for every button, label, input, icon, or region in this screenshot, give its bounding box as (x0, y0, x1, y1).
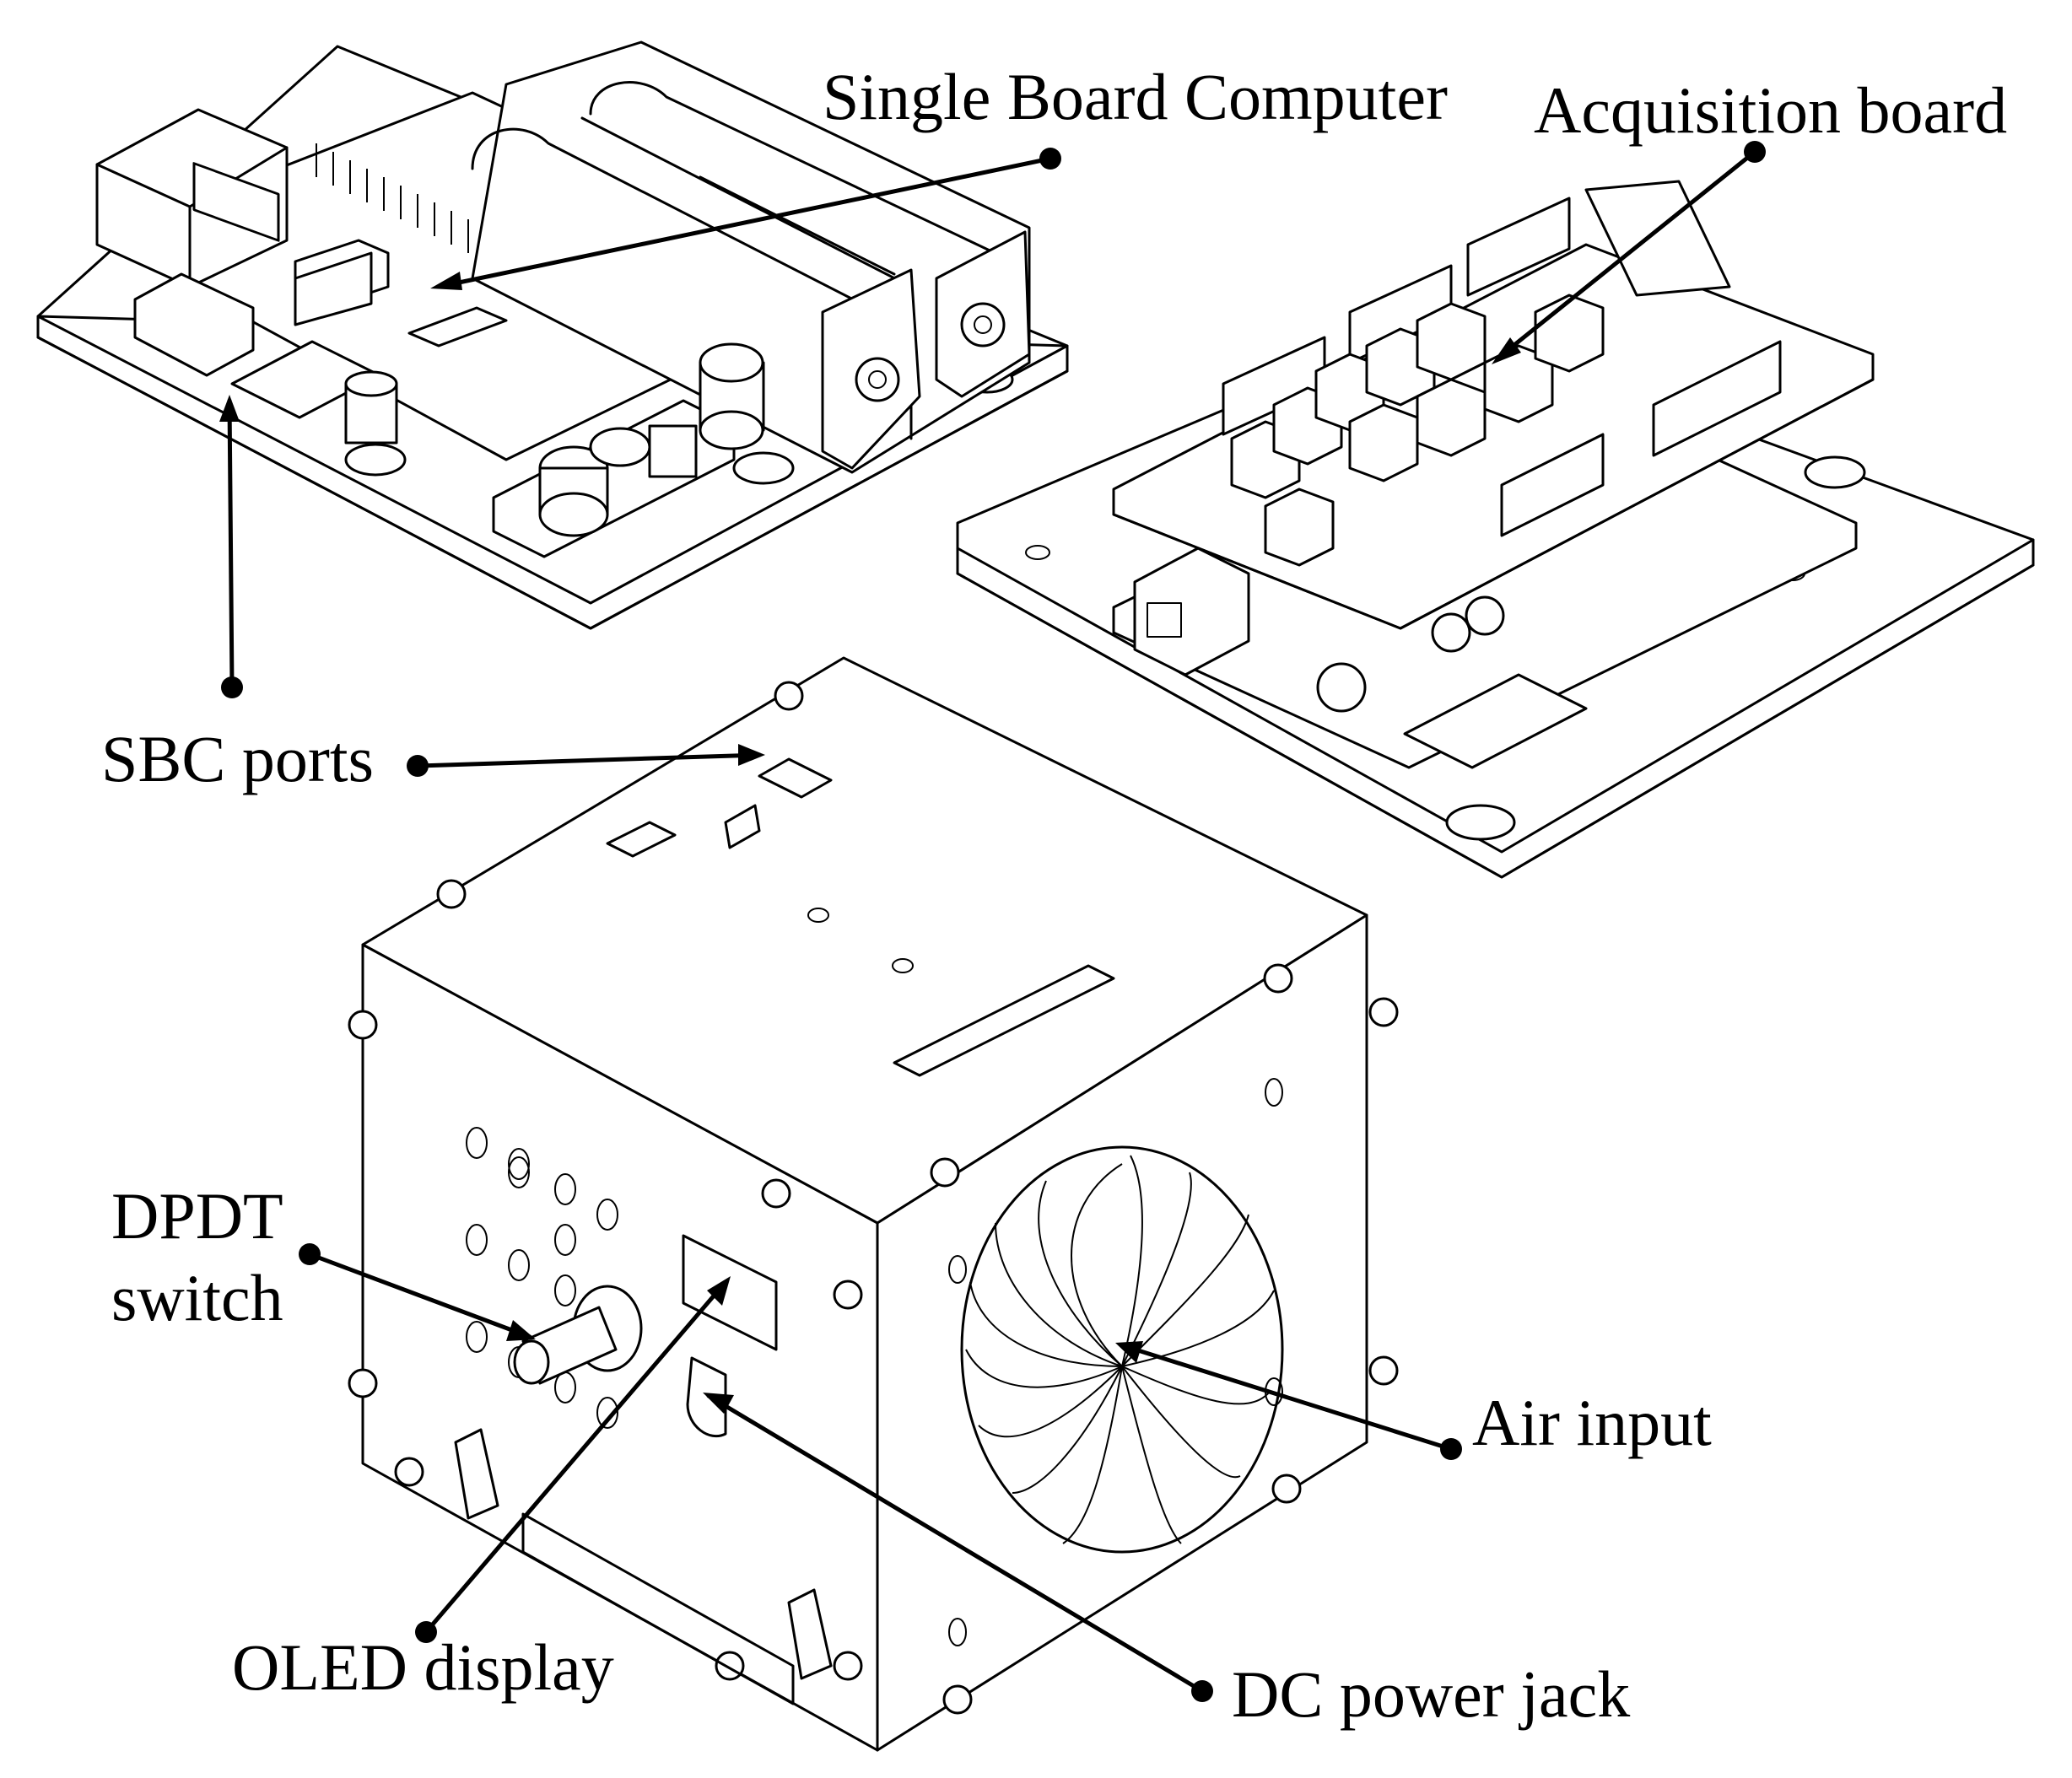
label-dpdt-line2: switch (111, 1261, 283, 1334)
label-single-board-computer: Single Board Computer (823, 60, 1448, 133)
label-sbc-ports: SBC ports (101, 722, 374, 795)
label-acquisition-board: Acquisition board (1534, 73, 2008, 147)
acquisition-board (956, 180, 2035, 879)
label-dpdt-line1: DPDT (111, 1179, 283, 1253)
label-oled-display: OLED display (232, 1630, 614, 1704)
label-dc-power-jack: DC power jack (1232, 1657, 1631, 1731)
label-air-input: Air input (1472, 1386, 1712, 1459)
main-enclosure (348, 656, 1399, 1752)
leader-lines (219, 141, 1766, 1702)
